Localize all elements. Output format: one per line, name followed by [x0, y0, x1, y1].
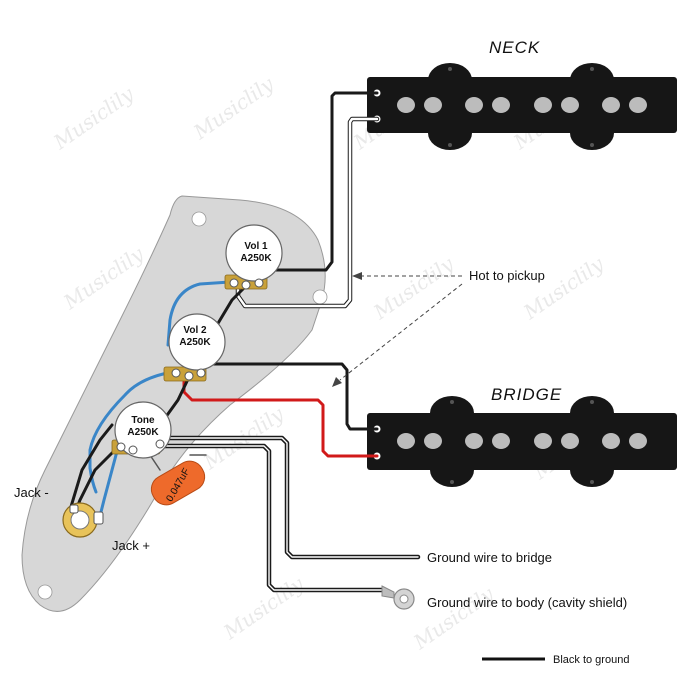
capacitor [150, 460, 206, 506]
neck-pickup-body [367, 77, 677, 133]
watermark-text: Musiclily [408, 581, 498, 654]
ring-terminal-icon [381, 585, 415, 610]
bridge-pole-piece [561, 433, 579, 449]
plate-screw-hole [312, 289, 328, 305]
bridge-pole-piece [465, 433, 483, 449]
bridge-pickup [367, 396, 677, 487]
bridge-pole-piece [424, 433, 442, 449]
neck-pole-piece [465, 97, 483, 113]
jack-minus-wire [68, 423, 114, 512]
legend-black-to-ground: Black to ground [553, 654, 629, 666]
blue-wire-vol1-vol2 [166, 280, 232, 347]
bridge-pickup-body [367, 413, 677, 470]
pot-vol1: Vol 1 A250K [224, 224, 283, 290]
pot-value: A250K [240, 253, 272, 264]
pot-name: Vol 2 [183, 325, 207, 336]
arrow-head-icon [352, 272, 362, 280]
jack-minus-label: Jack - [14, 485, 49, 500]
wires [68, 91, 421, 593]
bridge-pole-piece [397, 433, 415, 449]
neck-pickup-title: NECK [489, 38, 540, 57]
pot-tone: Tone A250K [111, 401, 172, 459]
neck-pole-piece [397, 97, 415, 113]
legend: Black to ground [482, 654, 629, 666]
bridge-red-wire [182, 376, 379, 458]
jack-plus-label: Jack + [112, 538, 150, 553]
pot-name: Tone [131, 415, 155, 426]
ground-body-label: Ground wire to body (cavity shield) [427, 595, 627, 610]
pot-name: Vol 1 [244, 241, 268, 252]
bridge-pole-piece [492, 433, 510, 449]
neck-black-wire [263, 91, 379, 272]
neck-pole-piece [492, 97, 510, 113]
neck-pole-piece [561, 97, 579, 113]
hot-to-pickup-label: Hot to pickup [469, 268, 545, 283]
pot-value: A250K [127, 427, 159, 438]
watermark-text: Musiclily [218, 571, 308, 644]
watermark-text: Musiclily [518, 251, 608, 324]
hot-to-pickup-callout [339, 275, 463, 381]
neck-pole-piece [602, 97, 620, 113]
neck-pole-piece [629, 97, 647, 113]
blue-wire-vol2-tone [88, 370, 174, 494]
watermark-text: Musiclily [48, 81, 138, 154]
bridge-pole-piece [534, 433, 552, 449]
watermark-text: Musiclily [368, 251, 458, 324]
ground-bridge-label: Ground wire to bridge [427, 550, 552, 565]
output-jack [62, 502, 104, 538]
neck-pickup [367, 63, 677, 150]
bridge-pole-piece [602, 433, 620, 449]
neck-pole-piece [424, 97, 442, 113]
plate-screw-hole [191, 211, 207, 227]
watermark-text: Musiclily [188, 71, 278, 144]
neck-pole-piece [534, 97, 552, 113]
bridge-black-wire [203, 362, 379, 431]
pot-vol2: Vol 2 A250K [163, 313, 226, 382]
bridge-pole-piece [629, 433, 647, 449]
arrow-head-icon [332, 377, 342, 387]
bridge-pickup-title: BRIDGE [491, 385, 562, 404]
pot-value: A250K [179, 337, 211, 348]
plate-screw-hole [37, 584, 53, 600]
